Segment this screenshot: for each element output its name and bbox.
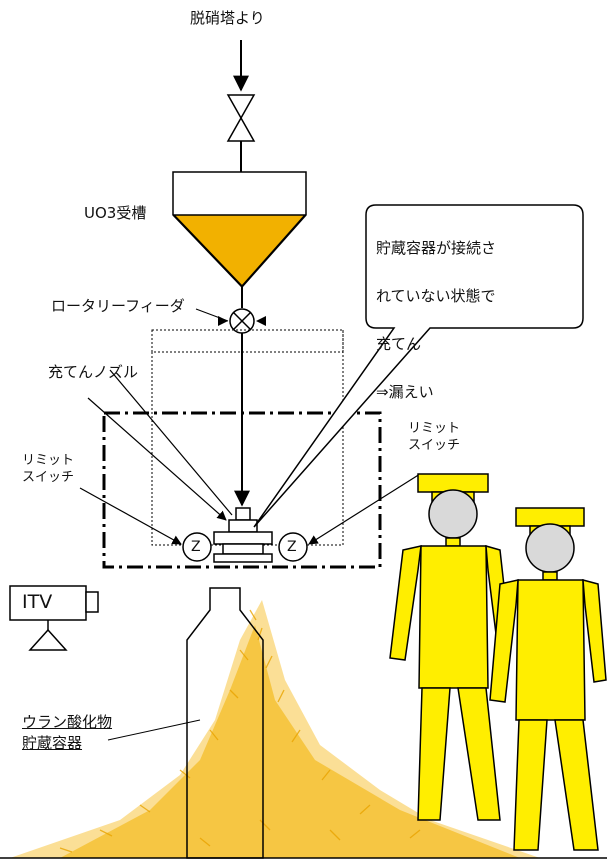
nozzle-label: 充てんノズル [48,363,139,381]
worker-figure-1 [389,473,511,821]
limit-switch-right [278,532,308,562]
dotted-enclosure-sides [151,330,344,352]
rotary-feeder-icon [218,308,266,334]
uo3-tank [172,171,307,289]
spill-particles [59,609,421,853]
nozzle-leader-2 [109,369,233,516]
limit-switch-right-label-1: リミット [408,421,461,436]
callout-line-3: 充てん [376,335,422,353]
limit-switch-left-label-1: リミット [22,453,75,468]
callout-line-4: ⇒漏えい [376,383,434,401]
uo3-tank-label: UO3受槽 [84,204,147,222]
nozzle-leader [87,397,227,521]
container-label-1: ウラン酸化物 [22,713,113,731]
dash-dot-boundary [102,411,382,569]
source-label: 脱硝塔より [190,9,265,27]
worker-figure-2 [489,507,607,851]
left-switch-leader [79,487,182,545]
filling-nozzle [213,507,273,563]
limit-switch-left [182,532,212,562]
itv-camera-icon [9,585,99,651]
itv-label: ITV [22,591,53,613]
limit-switch-right-symbol: Z [287,539,297,555]
valve-icon [226,94,256,142]
spill-pile-core [60,625,520,858]
feeder-label-leader [195,308,229,322]
container-label-2: 貯蔵容器 [22,734,83,752]
callout-line-1: 貯蔵容器が接続さ [376,239,497,257]
callout-bubble [253,204,584,528]
limit-switch-left-symbol: Z [191,539,201,555]
rotary-feeder-label: ロータリーフィーダ [51,297,185,315]
container-leader [107,719,201,741]
callout-text: 貯蔵容器が接続さ れていない状態で 充てん ⇒漏えい [376,212,496,428]
callout-line-2: れていない状態で [376,287,496,305]
right-switch-leader [308,473,421,545]
limit-switch-right-label-2: スイッチ [408,438,461,453]
dotted-enclosure [151,329,344,353]
limit-switch-left-label-2: スイッチ [22,470,75,485]
